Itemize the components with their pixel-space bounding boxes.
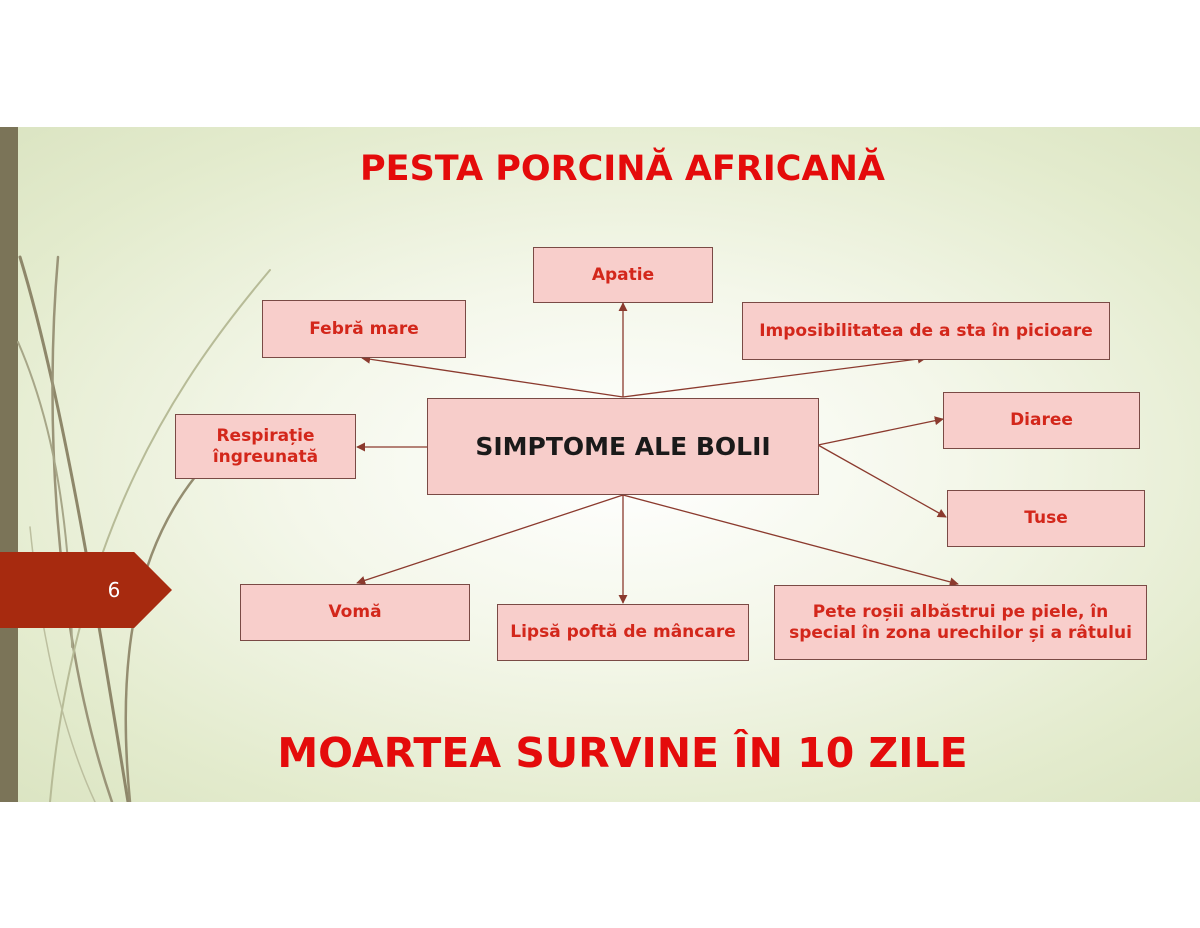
arrow-to-febra (361, 354, 624, 398)
arrow-to-imposibilitate (622, 354, 927, 398)
node-voma: Vomă (240, 584, 470, 641)
node-respiratie-line1: Respirație (216, 425, 315, 446)
left-accent-bar (0, 127, 18, 802)
node-pete-line1: Pete roșii albăstrui pe piele, în (812, 601, 1109, 622)
node-center: SIMPTOME ALE BOLII (427, 398, 819, 495)
node-lipsa-pofta: Lipsă poftă de mâncare (497, 604, 749, 661)
arrow-to-voma (356, 494, 624, 585)
node-pete-line2: special în zona urechilor și a râtului (789, 622, 1132, 643)
node-respiratie: Respirație îngreunată (175, 414, 356, 479)
arrow-to-pete (622, 494, 959, 587)
node-diaree: Diaree (943, 392, 1140, 449)
slide-title: PESTA PORCINĂ AFRICANĂ (360, 149, 885, 189)
slide-footer: MOARTEA SURVINE ÎN 10 ZILE (277, 729, 968, 777)
node-apatie: Apatie (533, 247, 713, 303)
node-tuse: Tuse (947, 490, 1145, 547)
node-imposibilitate: Imposibilitatea de a sta în picioare (742, 302, 1110, 360)
arrow-to-tuse (817, 444, 947, 518)
arrow-to-diaree (817, 416, 944, 446)
page-number: 6 (107, 578, 121, 602)
node-febra-mare: Febră mare (262, 300, 466, 358)
slide: 6 PESTA PORCINĂ AFRICANĂ Apatie Febră ma… (0, 127, 1200, 802)
node-pete-rosii: Pete roșii albăstrui pe piele, în specia… (774, 585, 1147, 660)
node-respiratie-line2: îngreunată (212, 446, 319, 467)
page-number-badge (0, 552, 172, 628)
